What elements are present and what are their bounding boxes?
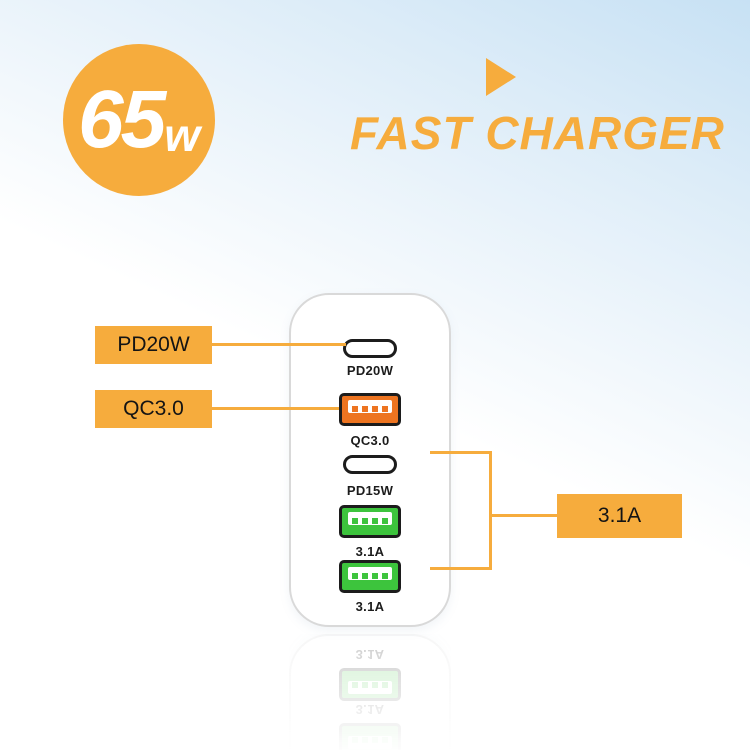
usb-pin [352,406,358,412]
callout-box-31a: 3.1A [557,494,682,538]
callout-line-pd20w [212,343,346,346]
usb-a-tongue [348,512,392,525]
port-label-31a-1: 3.1A [355,544,385,559]
port-label-31a-2: 3.1A [355,599,385,614]
usb-pin [362,573,368,579]
usb-a-port-31a-2 [339,560,401,593]
usb-pin [382,518,388,524]
usb-c-port-pd20w [343,339,397,358]
usb-a-tongue [348,400,392,413]
usb-pin [372,518,378,524]
wattage-badge: 65 w [63,44,215,196]
callout-box-qc30: QC3.0 [95,390,212,428]
port-label-pd15w: PD15W [346,483,394,498]
usb-a-port-qc30 [339,393,401,426]
play-triangle-icon [486,58,516,96]
port-label-qc30: QC3.0 [350,433,390,448]
charger-device: PD20W QC3.0 PD15W 3.1A [289,293,451,627]
callout-line-31a-top [430,451,492,454]
usb-a-port-31a-1 [339,505,401,538]
callout-line-31a-middle [489,514,557,517]
usb-pin [352,518,358,524]
usb-a-tongue [348,567,392,580]
usb-pin [362,406,368,412]
callout-line-31a-vertical [489,451,492,570]
usb-pin [382,573,388,579]
usb-pin [362,518,368,524]
wattage-unit: w [164,109,200,161]
port-label-pd20w: PD20W [346,363,394,378]
callout-line-qc30 [212,407,339,410]
wattage-value: 65 [78,74,166,165]
callout-line-31a-bottom [430,567,492,570]
usb-pin [372,573,378,579]
fast-charger-title: FAST CHARGER [350,107,725,159]
callout-box-pd20w: PD20W [95,326,212,364]
usb-pin [352,573,358,579]
usb-pin [382,406,388,412]
usb-c-port-pd15w [343,455,397,474]
usb-pin [372,406,378,412]
